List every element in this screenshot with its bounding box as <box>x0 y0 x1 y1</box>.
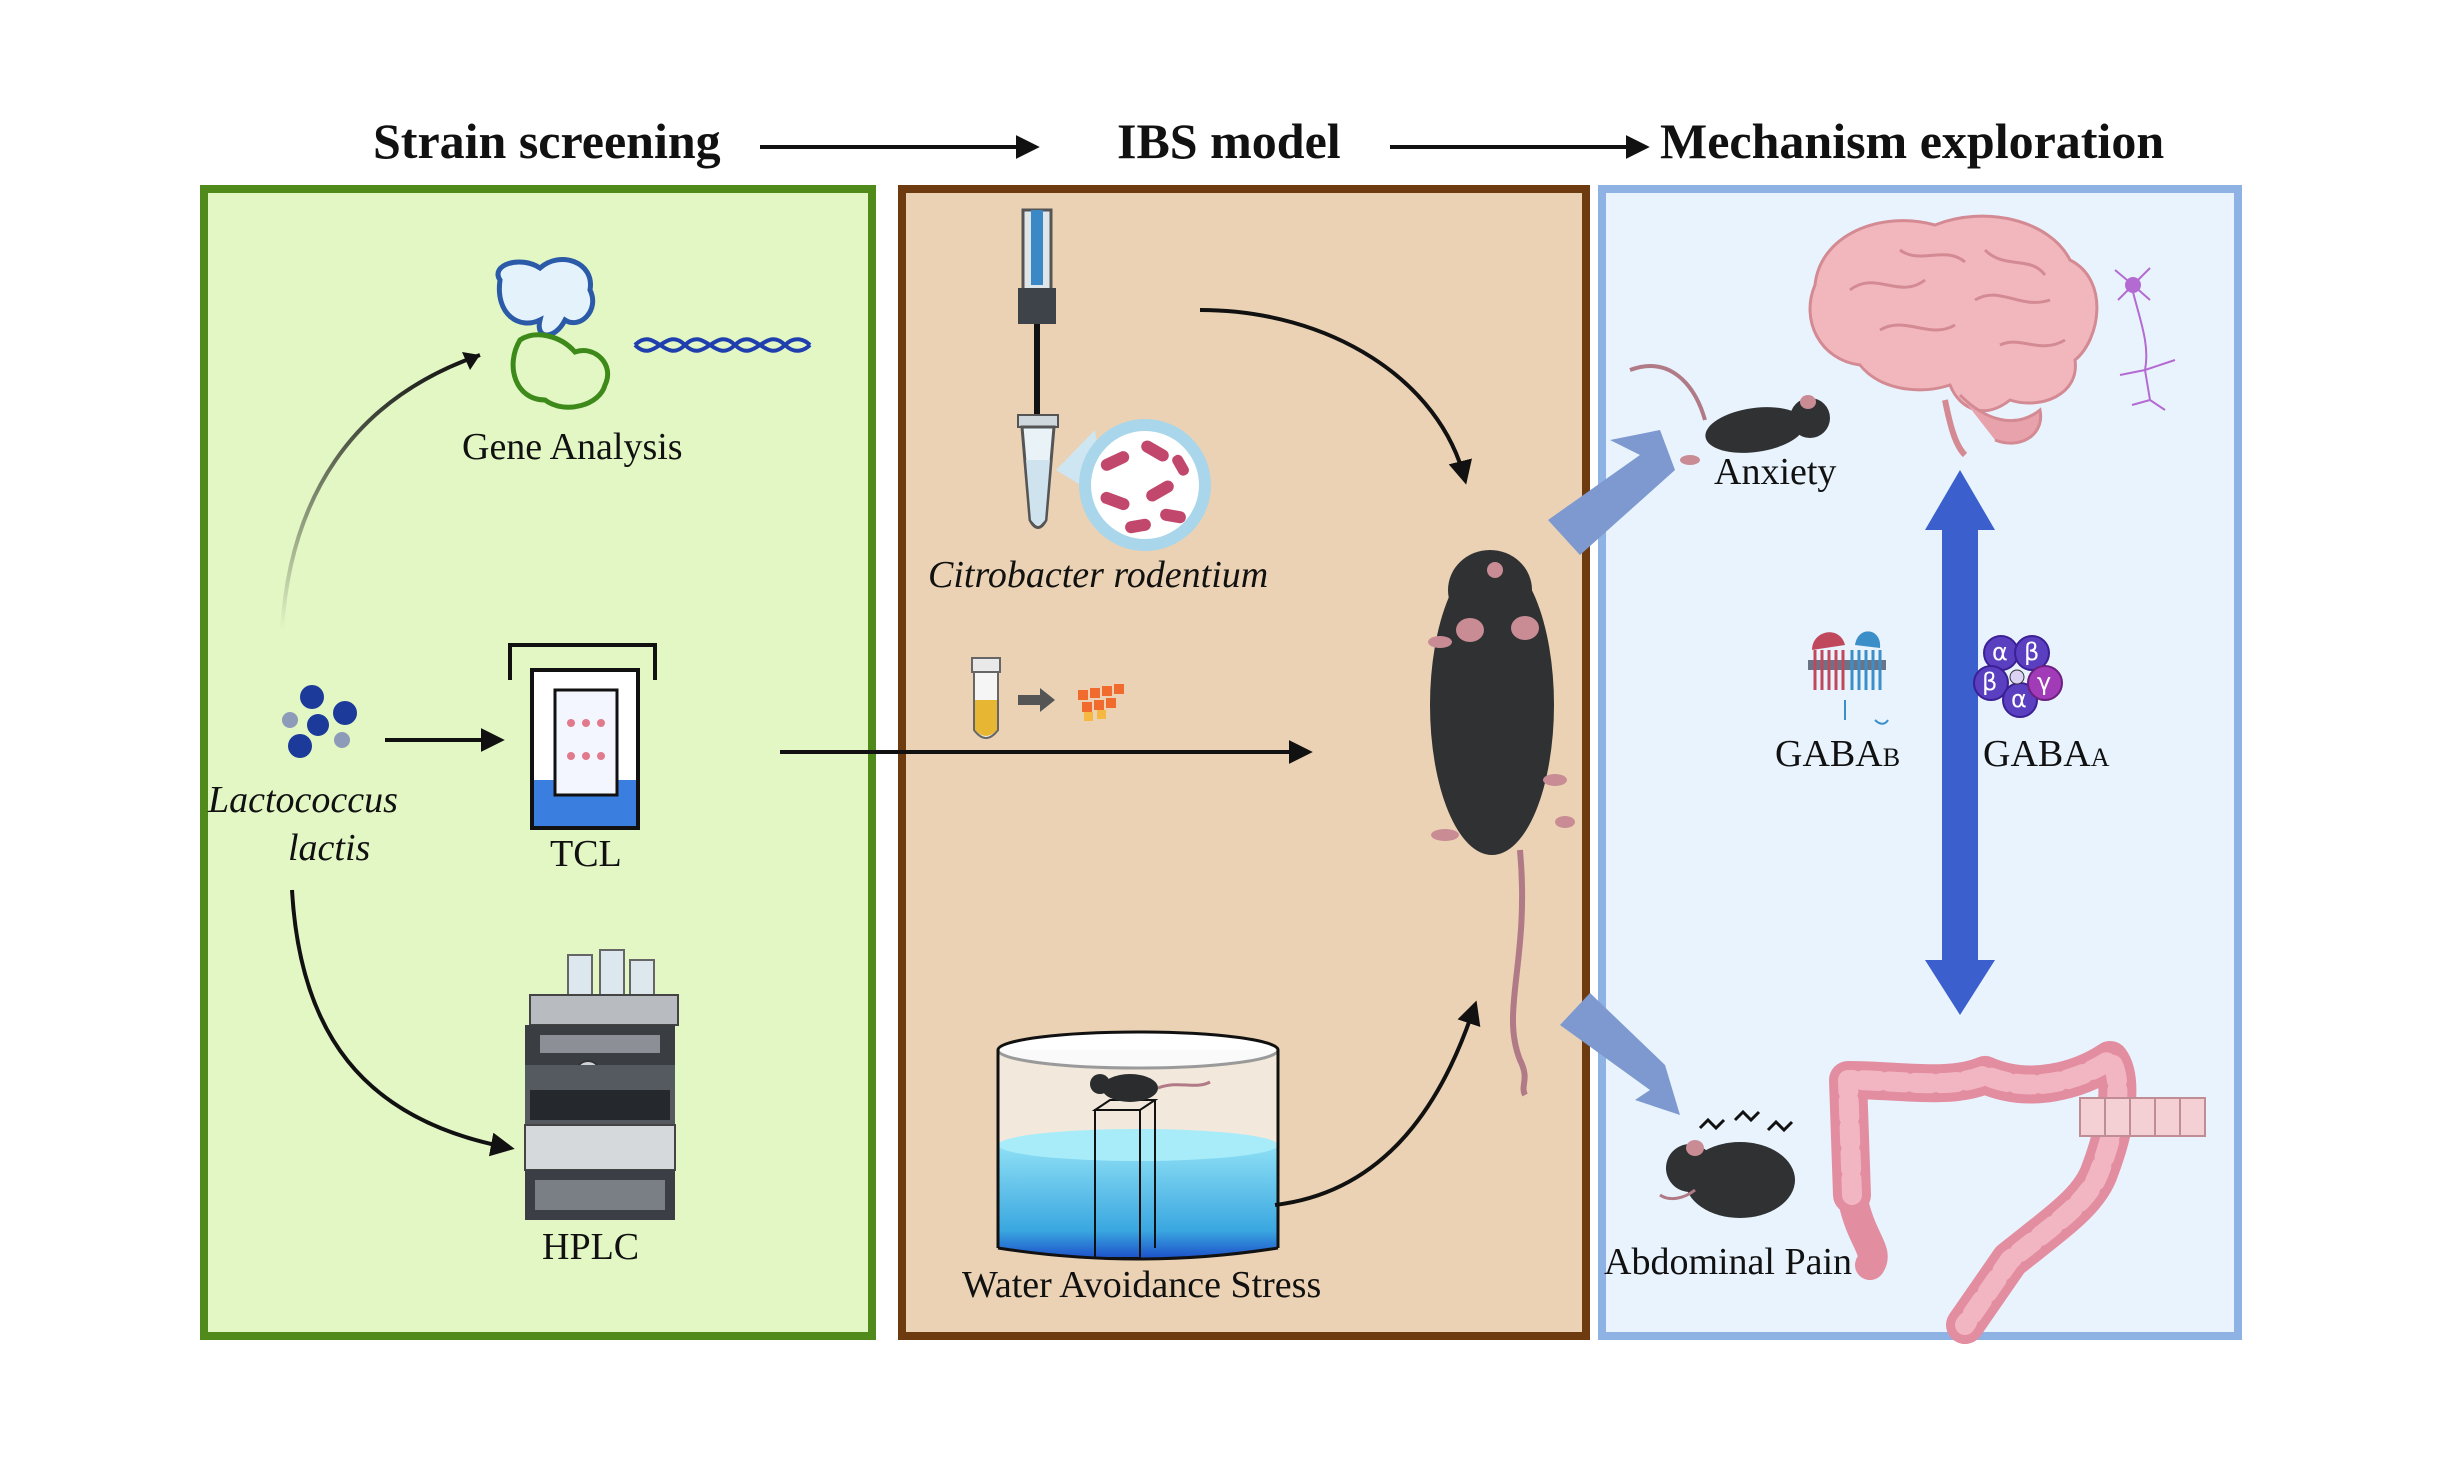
gabaa-receptor-icon <box>1973 635 2063 718</box>
bacteria-dots-icon <box>282 685 357 758</box>
label-gabab-sub: B <box>1882 743 1901 772</box>
mouse-icon <box>1428 550 1575 1097</box>
label-stress: Water Avoidance Stress <box>962 1264 1322 1306</box>
subunit-alpha-2: α <box>2011 685 2027 713</box>
header-strain-screening: Strain screening <box>373 113 721 169</box>
arrow-to-anxiety <box>1548 430 1675 555</box>
label-gabab-main: GABA <box>1775 733 1883 775</box>
label-gabaa-sub: A <box>2090 743 2110 772</box>
subunit-alpha-1: α <box>1992 638 2008 666</box>
culture-icon <box>971 657 1124 739</box>
arrow-pathogen-to-mouse <box>1199 308 1472 485</box>
tube-icon <box>1017 414 1059 529</box>
label-gabaa-main: GABA <box>1983 733 2091 775</box>
double-arrow-brain-gut <box>1925 470 1995 1015</box>
dna-helix-icon <box>633 337 812 353</box>
syringe-icon <box>1018 208 1056 416</box>
pain-mouse-icon <box>1659 1109 1795 1218</box>
gabab-receptor-icon <box>1808 631 1889 725</box>
header-mechanism-exploration: Mechanism exploration <box>1660 113 2165 169</box>
subunit-beta-2: β <box>1982 668 1998 696</box>
epithelium-icon <box>2079 1097 2206 1137</box>
label-hplc: HPLC <box>542 1226 640 1268</box>
label-gabaa: GABAA <box>1983 732 2109 776</box>
label-gabab: GABAB <box>1775 732 1900 776</box>
header-ibs-model: IBS model <box>1117 113 1341 169</box>
arrow-stress-to-mouse <box>1274 1000 1481 1207</box>
subunit-beta-1: β <box>2024 638 2040 666</box>
label-organism-line1: Lactococcus <box>208 779 398 821</box>
arrow-to-abdominal-pain <box>1560 993 1680 1115</box>
label-gene-analysis: Gene Analysis <box>462 426 683 468</box>
protein-icon <box>495 257 611 410</box>
tlc-chamber-icon <box>508 643 657 830</box>
label-anxiety: Anxiety <box>1714 451 1837 493</box>
colon-icon <box>1829 1041 2137 1344</box>
brain-icon <box>1808 214 2099 458</box>
hplc-instrument-icon <box>524 949 679 1220</box>
label-organism-line2: lactis <box>288 827 371 869</box>
arrow-to-hplc <box>290 889 515 1157</box>
neuron-icon <box>2114 267 2176 411</box>
label-tcl: TCL <box>550 833 622 875</box>
anxiety-mouse-icon <box>1629 364 1830 465</box>
subunit-gamma: γ <box>2037 668 2052 696</box>
bacteria-magnifier-icon <box>1056 419 1211 551</box>
arrow-to-gene-analysis <box>280 353 481 631</box>
label-pathogen: Citrobacter rodentium <box>928 554 1269 596</box>
label-abdominal-pain: Abdominal Pain <box>1604 1241 1853 1283</box>
water-tank-icon <box>996 1030 1280 1261</box>
